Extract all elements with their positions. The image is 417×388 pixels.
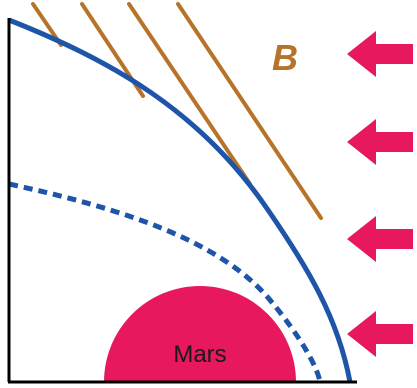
flow-arrow <box>347 31 413 77</box>
bow-shock-curve <box>8 17 353 383</box>
flow-arrow <box>347 119 413 165</box>
inner-boundary-dotted <box>8 181 323 383</box>
field-line <box>127 2 252 186</box>
axes <box>7 18 357 384</box>
mars-label: Mars <box>173 341 226 368</box>
mars-planet <box>104 286 296 382</box>
flow-arrow <box>347 216 413 262</box>
flow-arrow <box>347 311 413 357</box>
field-line <box>176 2 323 220</box>
flow-arrows <box>347 31 413 357</box>
magnetic-field-label: B <box>272 37 298 78</box>
